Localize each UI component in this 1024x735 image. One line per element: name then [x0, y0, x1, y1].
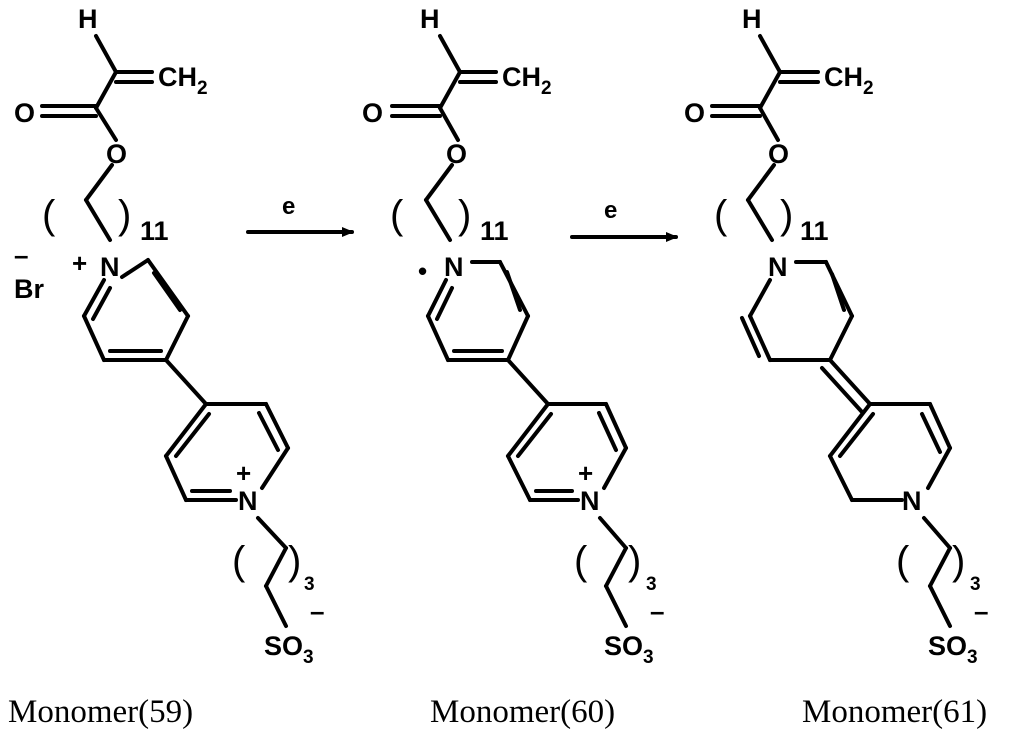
- monomer-61-sulfonate-label: SO3: [928, 631, 978, 668]
- monomer-61-nitrogen-2-label: N: [902, 486, 922, 516]
- monomer-60-chain-close-paren: ): [458, 193, 471, 237]
- monomer-61-chain-repeat-count: 11: [800, 216, 829, 246]
- monomer-60-sulfonate-open-paren: (: [574, 539, 588, 583]
- monomer-59-carbonyl-oxygen-label: O: [14, 98, 35, 128]
- monomer-61-methylene-label: CH2: [824, 62, 874, 99]
- monomer-60-sulfonate-label: SO3: [604, 631, 654, 668]
- monomer-60-caption: Monomer(60): [430, 694, 615, 730]
- monomer-60-sulfonate-close-paren: ): [628, 539, 641, 583]
- monomer-61-caption: Monomer(61): [802, 694, 987, 730]
- monomer-61-nitrogen-1-label: N: [768, 252, 788, 282]
- monomer-61-sulfonate-minus-sign: –: [974, 596, 988, 626]
- monomer-61-structure: [710, 34, 952, 628]
- monomer-59-sulfonate-label: SO3: [264, 631, 314, 668]
- monomer-61-chain-open-paren: (: [714, 193, 728, 237]
- monomer-59-ester-oxygen-label: O: [106, 139, 127, 169]
- monomer-59-nitrogen-plus-sign: +: [72, 248, 87, 278]
- reaction-arrow-2-label: e: [604, 197, 617, 224]
- monomer-59-sulfonate-minus-sign: –: [310, 596, 324, 626]
- monomer-59-sulfonate-open-paren: (: [232, 539, 246, 583]
- monomer-59-sulfonate-close-paren: ): [288, 539, 301, 583]
- monomer-59-chain-repeat-count: 11: [140, 216, 169, 246]
- monomer-59-nitrogen-2-label: N: [238, 486, 258, 516]
- monomer-60-hydrogen-label: H: [420, 4, 440, 34]
- monomer-61-sulfonate-close-paren: ): [952, 539, 965, 583]
- monomer-61-hydrogen-label: H: [742, 4, 762, 34]
- monomer-60-methylene-label: CH2: [502, 62, 552, 99]
- monomer-60-nitrogen-1-label: N: [444, 252, 464, 282]
- reaction-arrow-1-label: e: [282, 193, 295, 220]
- monomer-60-chain-repeat-count: 11: [480, 216, 509, 246]
- monomer-60-sulfonate-repeat-count: 3: [646, 574, 657, 595]
- monomer-60-sulfonate-minus-sign: –: [650, 596, 664, 626]
- monomer-59-sulfonate-repeat-count: 3: [304, 574, 315, 595]
- monomer-60-radical-dot: •: [418, 256, 427, 286]
- monomer-61-sulfonate-open-paren: (: [896, 539, 910, 583]
- monomer-60-structure: [390, 34, 628, 628]
- monomer-59-hydrogen-label: H: [78, 4, 98, 34]
- monomer-59-structure: [40, 34, 290, 628]
- monomer-61-sulfonate-repeat-count: 3: [970, 574, 981, 595]
- monomer-59-caption: Monomer(59): [8, 694, 193, 730]
- monomer-59-bromide-label: Br: [14, 274, 44, 304]
- monomer-59-chain-close-paren: ): [118, 193, 131, 237]
- monomer-61-carbonyl-oxygen-label: O: [684, 98, 705, 128]
- monomer-60-chain-open-paren: (: [390, 193, 404, 237]
- monomer-59-bromide-minus-sign: –: [14, 240, 28, 270]
- monomer-60-nitrogen-2-plus-sign: +: [578, 458, 593, 488]
- monomer-59-chain-open-paren: (: [42, 193, 56, 237]
- monomer-59-nitrogen-2-plus-sign: +: [236, 458, 251, 488]
- monomer-59-nitrogen-1-label: N: [100, 252, 120, 282]
- monomer-60-nitrogen-2-label: N: [580, 486, 600, 516]
- monomer-61-ester-oxygen-label: O: [768, 139, 789, 169]
- monomer-60-carbonyl-oxygen-label: O: [362, 98, 383, 128]
- monomer-61-chain-close-paren: ): [780, 193, 793, 237]
- monomer-60-ester-oxygen-label: O: [446, 139, 467, 169]
- monomer-59-methylene-label: CH2: [158, 62, 208, 99]
